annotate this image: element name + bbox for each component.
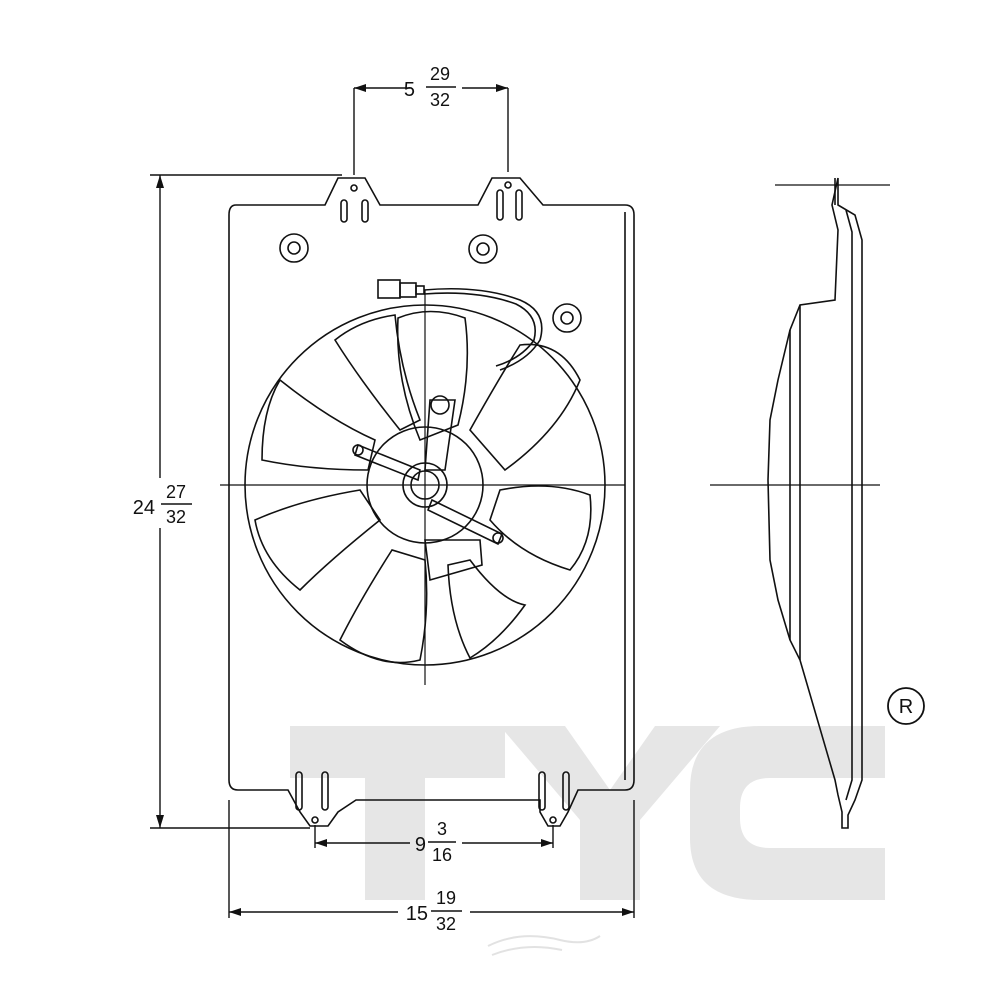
fan-blades — [255, 312, 591, 663]
mounting-bosses — [280, 234, 581, 332]
motor-assembly — [353, 396, 503, 580]
dim-bottom-den: 16 — [432, 845, 452, 865]
bottom-tab-slots — [296, 772, 569, 823]
dim-width-num: 19 — [436, 888, 456, 908]
dim-top-num: 29 — [430, 64, 450, 84]
wire-connector — [378, 280, 542, 370]
dim-height-num: 27 — [166, 482, 186, 502]
registered-mark: R — [888, 688, 924, 724]
registered-mark-letter: R — [899, 696, 913, 718]
top-tab-slots — [341, 182, 522, 222]
dim-height-whole: 24 — [133, 497, 155, 519]
dim-bottom-whole: 9 — [415, 834, 426, 856]
dim-height-den: 32 — [166, 507, 186, 527]
dim-width-den: 32 — [436, 914, 456, 934]
tyc-watermark-logo — [290, 726, 885, 900]
bottom-watermark — [488, 936, 600, 955]
dim-top-den: 32 — [430, 90, 450, 110]
dim-bottom-num: 3 — [437, 819, 447, 839]
side-profile-inner — [790, 210, 852, 800]
dim-width-whole: 15 — [406, 903, 428, 925]
dim-height: 24 27 32 — [133, 482, 192, 527]
dim-top-whole: 5 — [404, 79, 415, 101]
dim-top-bracket: 5 29 32 — [404, 64, 456, 110]
